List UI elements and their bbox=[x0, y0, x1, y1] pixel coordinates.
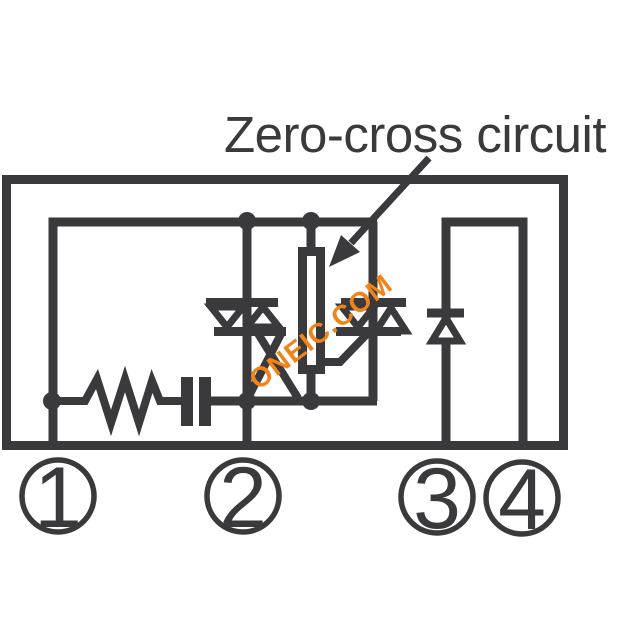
zero-cross-annotation-label: Zero-cross circuit bbox=[224, 106, 607, 163]
input-diode bbox=[425, 308, 467, 345]
zero-cross-block bbox=[298, 247, 325, 374]
top-rail-and-pin1-rail bbox=[48, 217, 377, 445]
pilot-triac bbox=[323, 298, 413, 366]
zero-cross-annotation-arrow bbox=[329, 155, 432, 267]
pin-terminal-1: 1 bbox=[19, 450, 97, 546]
pin-terminal-2: 2 bbox=[204, 450, 282, 546]
snubber-resistor bbox=[53, 365, 181, 437]
package-outline bbox=[2, 175, 568, 450]
pin-3-label: 3 bbox=[413, 451, 461, 547]
pin-terminal-4: 4 bbox=[483, 452, 561, 548]
pin-2-label: 2 bbox=[219, 450, 267, 546]
main-triac bbox=[203, 298, 302, 401]
pin-4-label: 4 bbox=[498, 452, 546, 548]
junction-dots bbox=[43, 212, 320, 410]
pin-1-label: 1 bbox=[34, 450, 82, 546]
pin-terminal-3: 3 bbox=[398, 451, 476, 547]
